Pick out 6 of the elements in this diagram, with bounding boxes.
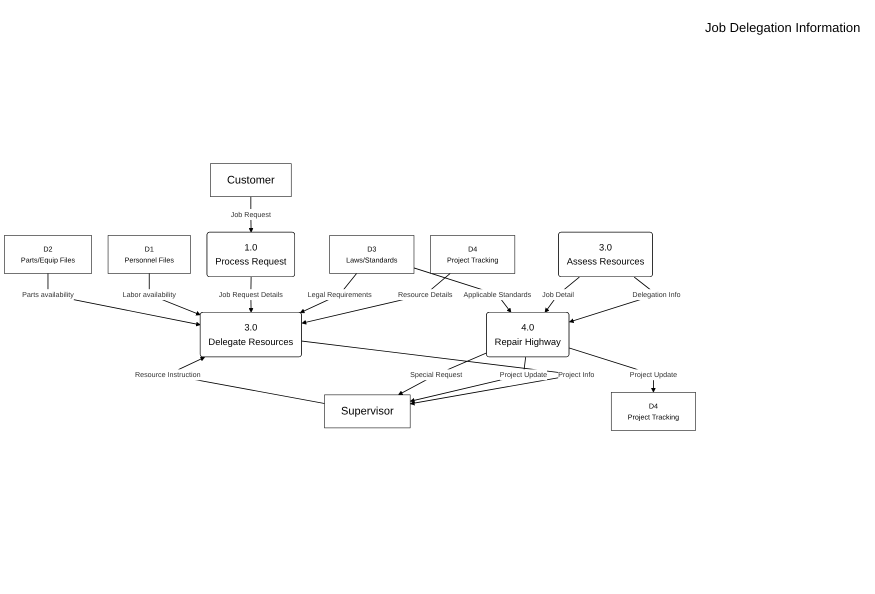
arrow bbox=[410, 356, 526, 403]
node-box: Customer bbox=[210, 163, 292, 197]
note-text: Job Delegation Information bbox=[705, 20, 862, 35]
node-box: Supervisor bbox=[324, 394, 410, 428]
arrow bbox=[398, 352, 488, 396]
arrow bbox=[302, 273, 451, 325]
